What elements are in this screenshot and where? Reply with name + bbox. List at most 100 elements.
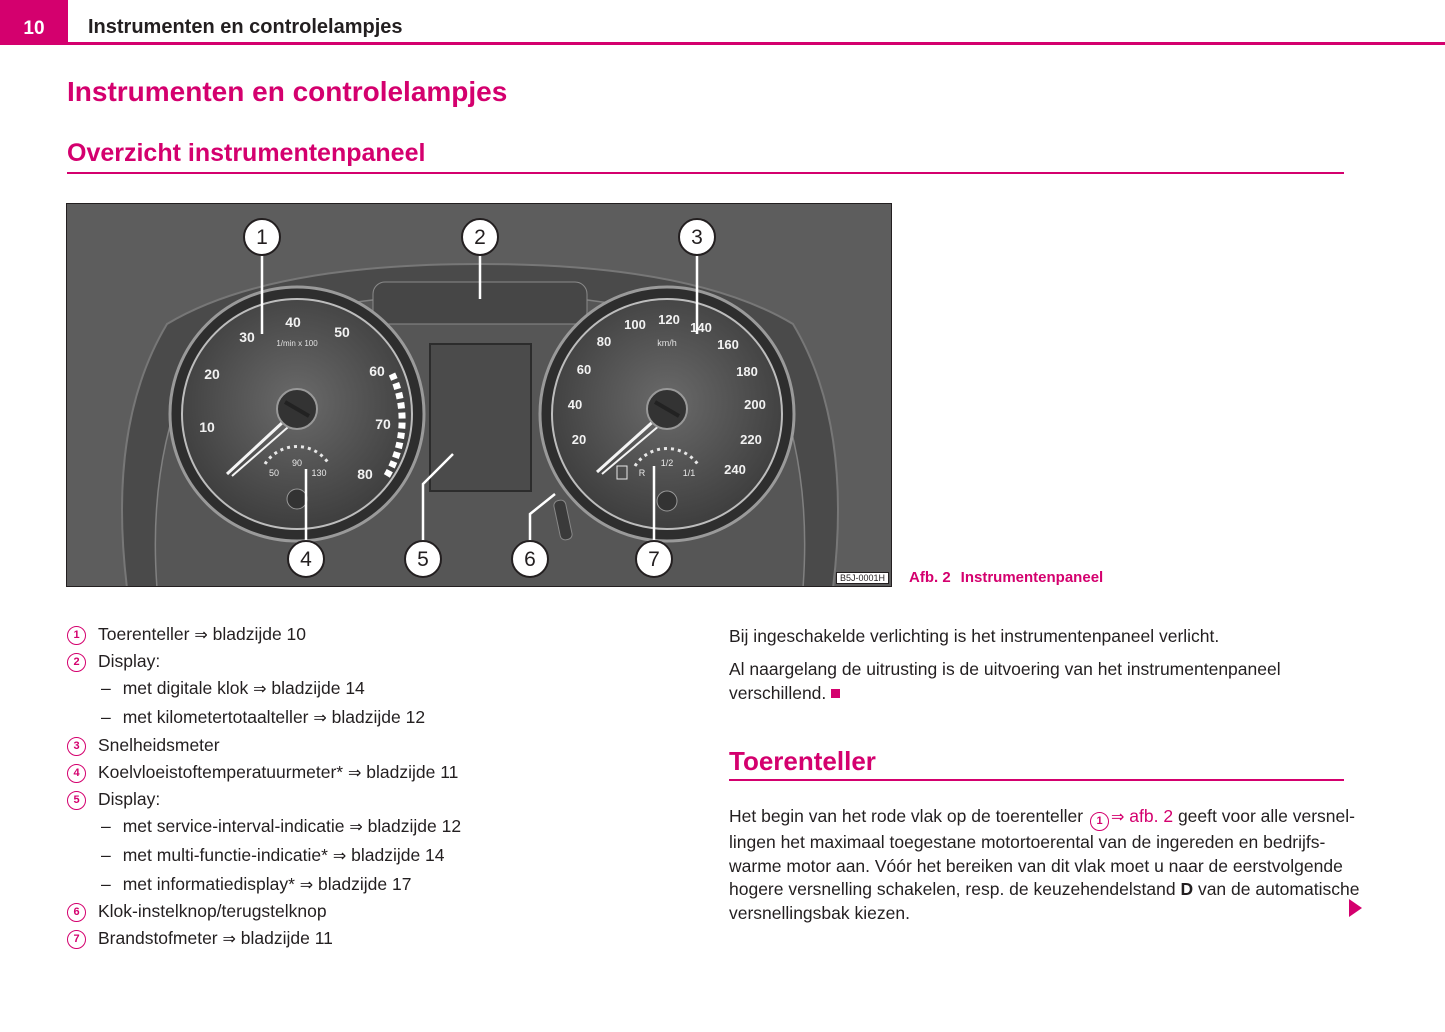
next-page-triangle-icon[interactable]	[1349, 899, 1362, 917]
number-badge: 4	[67, 763, 86, 783]
page-reference[interactable]: bladzijde 14	[271, 678, 365, 698]
list-subitem: –met multi-functie-indicatie* ⇒ bladzijd…	[101, 845, 445, 865]
svg-text:2: 2	[474, 226, 486, 249]
speed-tick-120: 120	[658, 312, 680, 327]
paragraph-variants: Al naargelang de uitrusting is de uitvoe…	[729, 659, 1281, 703]
number-badge: 6	[67, 902, 86, 922]
list-subitem: –met service-interval-indicatie ⇒ bladzi…	[101, 816, 462, 836]
svg-text:4: 4	[300, 548, 312, 571]
temp-tick-90: 90	[292, 458, 302, 468]
tach-unit: 1/min x 100	[276, 339, 318, 348]
number-badge: 5	[67, 790, 86, 810]
page-reference[interactable]: bladzijde 12	[367, 816, 462, 836]
tach-tick-10: 10	[199, 419, 215, 435]
page-number: 10	[0, 0, 68, 44]
speed-tick-160: 160	[717, 337, 739, 352]
tach-tick-60: 60	[369, 363, 385, 379]
tach-tick-40: 40	[285, 314, 301, 330]
page-reference[interactable]: bladzijde 11	[366, 762, 459, 782]
speed-tick-200: 200	[744, 397, 766, 412]
speed-tick-60: 60	[577, 362, 591, 377]
page-reference[interactable]: bladzijde 17	[318, 874, 412, 894]
svg-text:3: 3	[691, 226, 703, 249]
svg-text:6: 6	[524, 548, 536, 571]
tach-tick-20: 20	[204, 366, 220, 382]
figure-reference-link[interactable]: afb. 2	[1129, 806, 1174, 826]
tach-tick-50: 50	[334, 324, 350, 340]
chapter-title: Instrumenten en controlelampjes	[67, 76, 508, 107]
tach-tick-30: 30	[239, 329, 255, 345]
temp-tick-130: 130	[311, 468, 326, 478]
fuel-pump-icon	[616, 465, 628, 480]
subsection-title: Toerenteller	[729, 746, 876, 776]
arrow-icon: ⇒	[253, 681, 267, 698]
speed-tick-240: 240	[724, 462, 746, 477]
paragraph-tachometer: Het begin van het rode vlak op de toeren…	[729, 806, 1360, 923]
subsection-rule	[729, 779, 1344, 781]
arrow-icon: ⇒	[1111, 809, 1125, 826]
figure-code: B5J-0001H	[835, 572, 889, 584]
speed-unit: km/h	[657, 338, 677, 348]
paragraph-lighting: Bij ingeschakelde verlichting is het ins…	[729, 626, 1220, 646]
arrow-icon: ⇒	[348, 765, 362, 782]
fuel-tick-half: 1/2	[661, 458, 674, 468]
list-subitem: –met digitale klok ⇒ bladzijde 14	[101, 678, 365, 698]
end-of-section-icon	[831, 688, 841, 698]
speed-tick-220: 220	[740, 432, 762, 447]
tachometer-gauge: 10 20 30 40 50 60 70 80 1/min x 100 50 9…	[168, 285, 426, 543]
tach-tick-80: 80	[357, 466, 373, 482]
instrument-panel-figure: 10 20 30 40 50 60 70 80 1/min x 100 50 9…	[66, 203, 892, 587]
number-badge: 3	[67, 736, 86, 756]
fuel-tick-reserve: R	[639, 468, 646, 478]
callout-7: 7	[635, 540, 673, 578]
running-title: Instrumenten en controlelampjes	[88, 16, 403, 38]
callout-3: 3	[678, 218, 716, 256]
figure-caption-title: Instrumentenpaneel	[960, 569, 1104, 586]
callout-6: 6	[511, 540, 549, 578]
arrow-icon: ⇒	[313, 710, 327, 727]
speedometer-gauge: 20 40 60 80 100 120 140 160 180 200 220 …	[538, 285, 796, 543]
number-badge: 7	[67, 929, 86, 949]
speed-tick-40: 40	[568, 397, 582, 412]
svg-text:1: 1	[256, 226, 268, 249]
section-title: Overzicht instrumentenpaneel	[67, 139, 426, 167]
page-reference[interactable]: bladzijde 10	[212, 624, 307, 644]
speed-tick-140: 140	[690, 320, 712, 335]
callout-2: 2	[461, 218, 499, 256]
arrow-icon: ⇒	[299, 877, 314, 894]
callout-4: 4	[287, 540, 325, 578]
callout-1: 1	[243, 218, 281, 256]
number-badge: 2	[67, 652, 86, 672]
page-reference[interactable]: bladzijde 11	[240, 928, 333, 948]
page-reference[interactable]: bladzijde 12	[331, 707, 426, 727]
instrument-panel-illustration: 10 20 30 40 50 60 70 80 1/min x 100 50 9…	[67, 204, 891, 586]
tach-tick-70: 70	[375, 416, 391, 432]
arrow-icon: ⇒	[222, 931, 236, 948]
speed-tick-80: 80	[597, 334, 611, 349]
section-rule	[67, 172, 1344, 174]
header-rule	[0, 42, 1445, 45]
number-badge: 1	[67, 625, 86, 645]
arrow-icon: ⇒	[332, 848, 347, 865]
page-reference[interactable]: bladzijde 14	[351, 845, 445, 865]
speed-tick-100: 100	[624, 317, 646, 332]
speed-tick-20: 20	[572, 432, 586, 447]
number-badge: 1	[1090, 812, 1109, 831]
reset-knob	[553, 499, 573, 541]
list-subitem: –met kilometertotaalteller ⇒ bladzijde 1…	[101, 707, 426, 727]
arrow-icon: ⇒	[194, 627, 208, 644]
callout-5: 5	[404, 540, 442, 578]
list-subitem: –met informatiedisplay* ⇒ bladzijde 17	[101, 874, 412, 894]
fuel-tick-full: 1/1	[683, 468, 696, 478]
svg-text:5: 5	[417, 548, 429, 571]
speed-tick-180: 180	[736, 364, 758, 379]
arrow-icon: ⇒	[349, 819, 363, 836]
